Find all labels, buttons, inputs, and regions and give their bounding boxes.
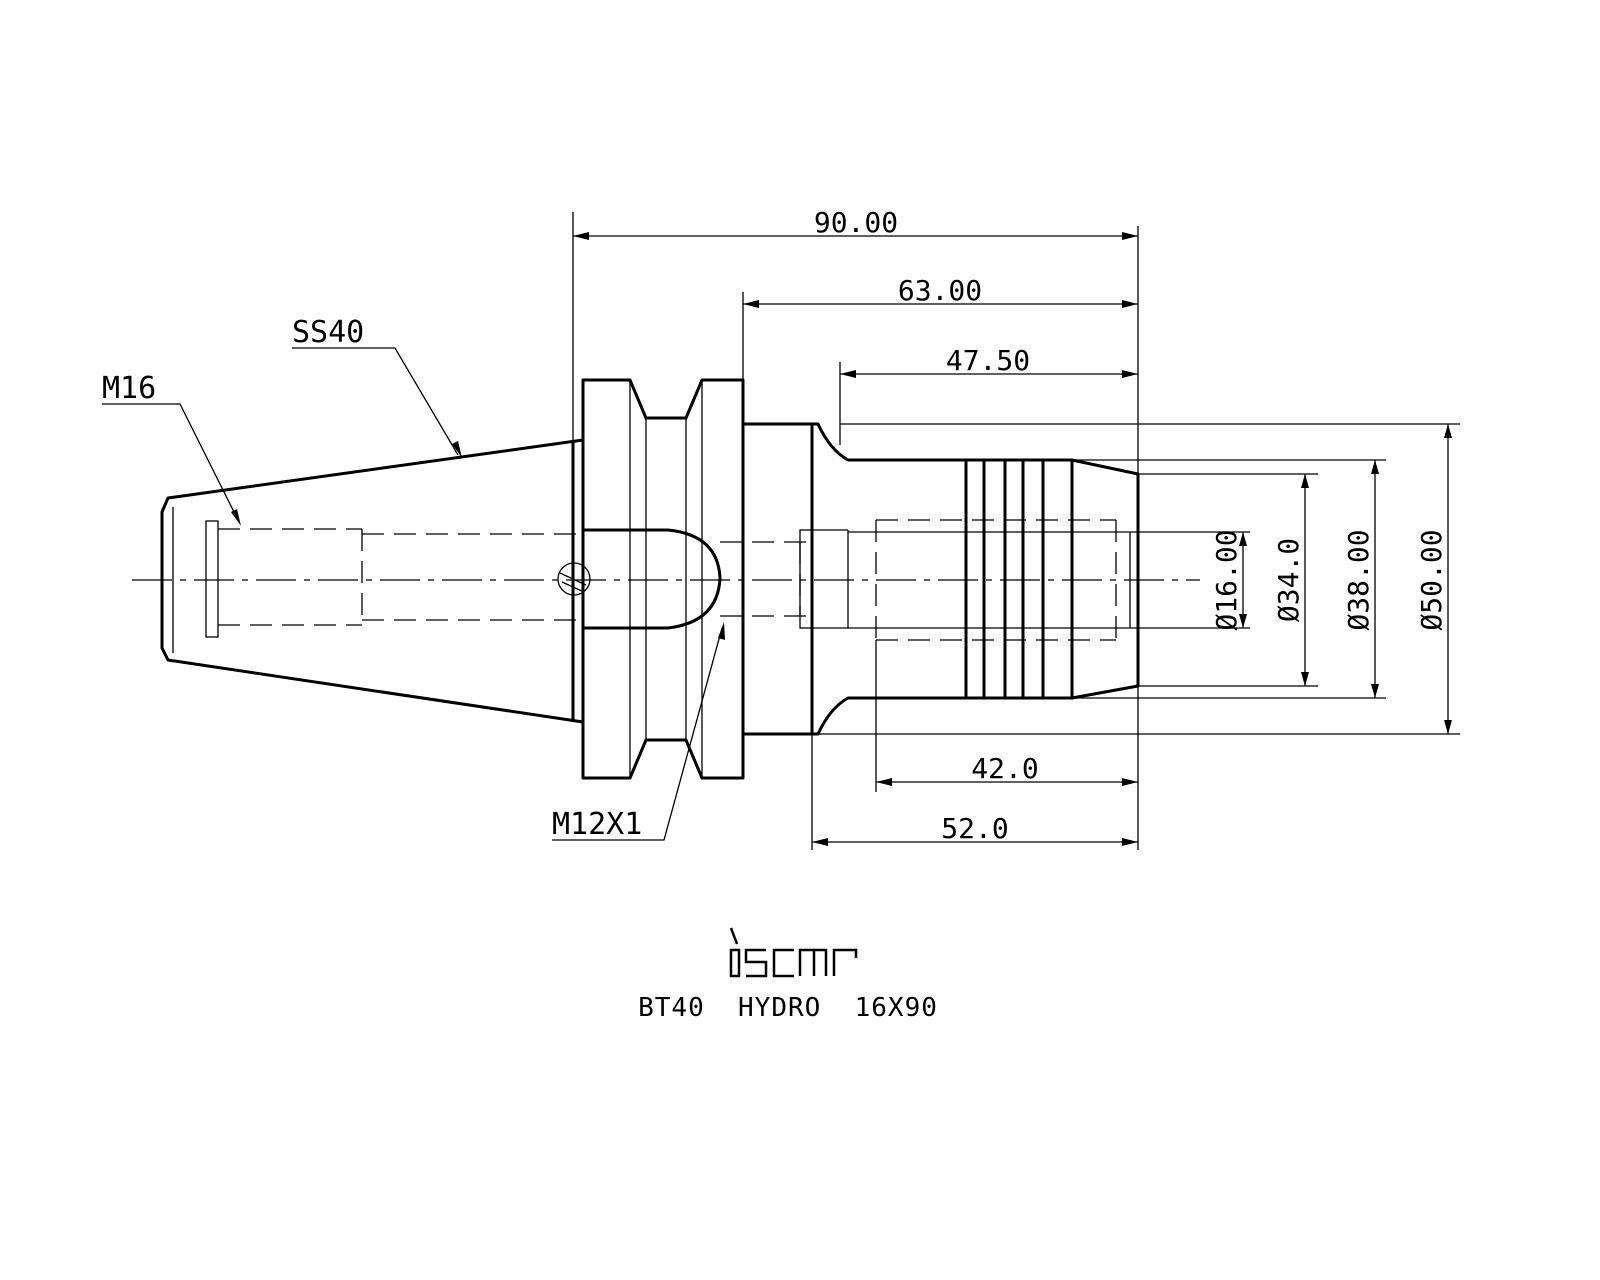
taper-shank bbox=[160, 438, 584, 724]
dim-nose-diameter: Ø34.0 bbox=[1272, 538, 1305, 622]
drawbar-cavity bbox=[583, 528, 722, 630]
iscar-logo: iscar bbox=[729, 927, 858, 978]
callout-screw: M12X1 bbox=[552, 807, 642, 842]
dim-clamp-length: 42.0 bbox=[971, 752, 1038, 785]
dim-sleeve-diameter: Ø38.00 bbox=[1342, 529, 1375, 630]
dim-bore-diameter: Ø16.00 bbox=[1210, 529, 1243, 630]
dim-body-diameter: Ø50.00 bbox=[1415, 529, 1448, 630]
dim-flange-to-end: 63.00 bbox=[898, 274, 982, 307]
callout-thread: M16 bbox=[102, 371, 156, 406]
horizontal-dimensions: 90.00 63.00 47.50 42.0 52.0 bbox=[572, 206, 1139, 850]
drawing-caption: BT40 HYDRO 16X90 bbox=[638, 993, 938, 1023]
dim-overall-length: 90.00 bbox=[814, 206, 898, 239]
clamping-sleeve bbox=[964, 458, 1140, 700]
dim-body-length: 52.0 bbox=[941, 812, 1008, 845]
body bbox=[741, 392, 966, 762]
diameter-dimensions: Ø16.00 Ø34.0 Ø38.00 Ø50.00 bbox=[812, 423, 1460, 735]
internal-features bbox=[205, 519, 1138, 641]
callout-taper: SS40 bbox=[292, 315, 364, 350]
dim-shank-length: 47.50 bbox=[946, 344, 1030, 377]
callouts: SS40 M16 M12X1 bbox=[102, 315, 725, 842]
tool-outline bbox=[160, 378, 1140, 780]
